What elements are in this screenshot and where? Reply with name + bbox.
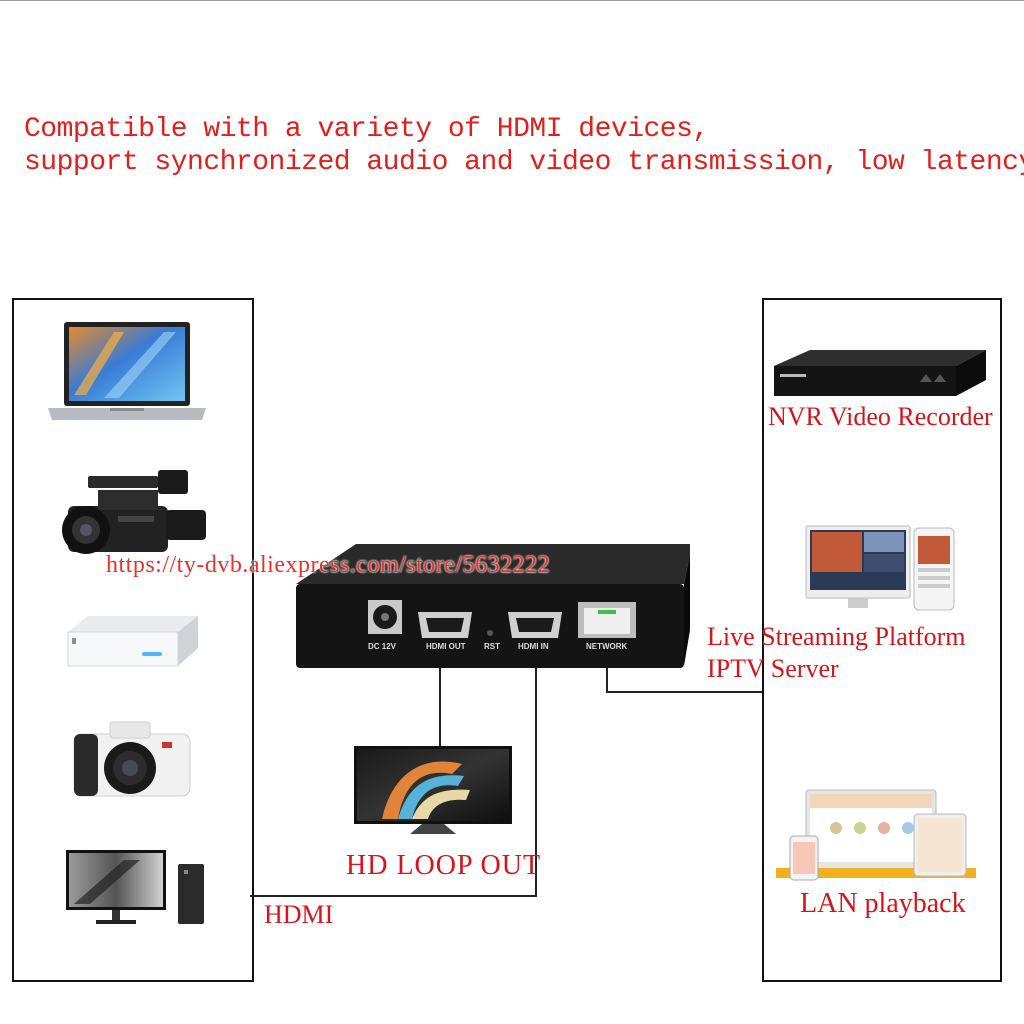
network-wire-vertical <box>606 668 608 692</box>
lan-playback-label: LAN playback <box>800 888 966 920</box>
network-port-label: NETWORK <box>586 642 627 651</box>
camcorder-icon <box>58 466 210 566</box>
live-streaming-label: Live Streaming Platform <box>707 622 966 652</box>
store-url-watermark: https://ty-dvb.aliexpress.com/store/5632… <box>106 552 550 579</box>
nvr-recorder-icon <box>770 344 990 402</box>
desktop-pc-icon <box>64 846 212 928</box>
rst-button-label: RST <box>484 642 500 651</box>
headline-line-2: support synchronized audio and video tra… <box>24 147 1024 178</box>
iptv-server-label: IPTV Server <box>707 654 839 684</box>
laptop-icon <box>44 320 210 422</box>
network-wire-horizontal <box>606 691 762 693</box>
hdmi-in-wire-horizontal <box>250 895 537 897</box>
set-top-box-icon <box>62 612 204 670</box>
hdmi-out-port-label: HDMI OUT <box>426 642 466 651</box>
hdmi-label: HDMI <box>264 900 333 930</box>
streaming-screens-icon <box>804 524 958 616</box>
hdmi-in-port-label: HDMI IN <box>518 642 549 651</box>
loop-out-monitor-icon <box>352 744 514 836</box>
hd-loop-out-label: HD LOOP OUT <box>346 850 541 882</box>
camera-icon <box>70 718 194 800</box>
loop-out-wire <box>439 668 441 748</box>
dc-port-label: DC 12V <box>368 642 396 651</box>
headline-line-1: Compatible with a variety of HDMI device… <box>24 114 709 145</box>
nvr-label: NVR Video Recorder <box>768 402 993 432</box>
lan-playback-devices-icon <box>776 788 976 882</box>
top-divider <box>0 0 1024 1</box>
